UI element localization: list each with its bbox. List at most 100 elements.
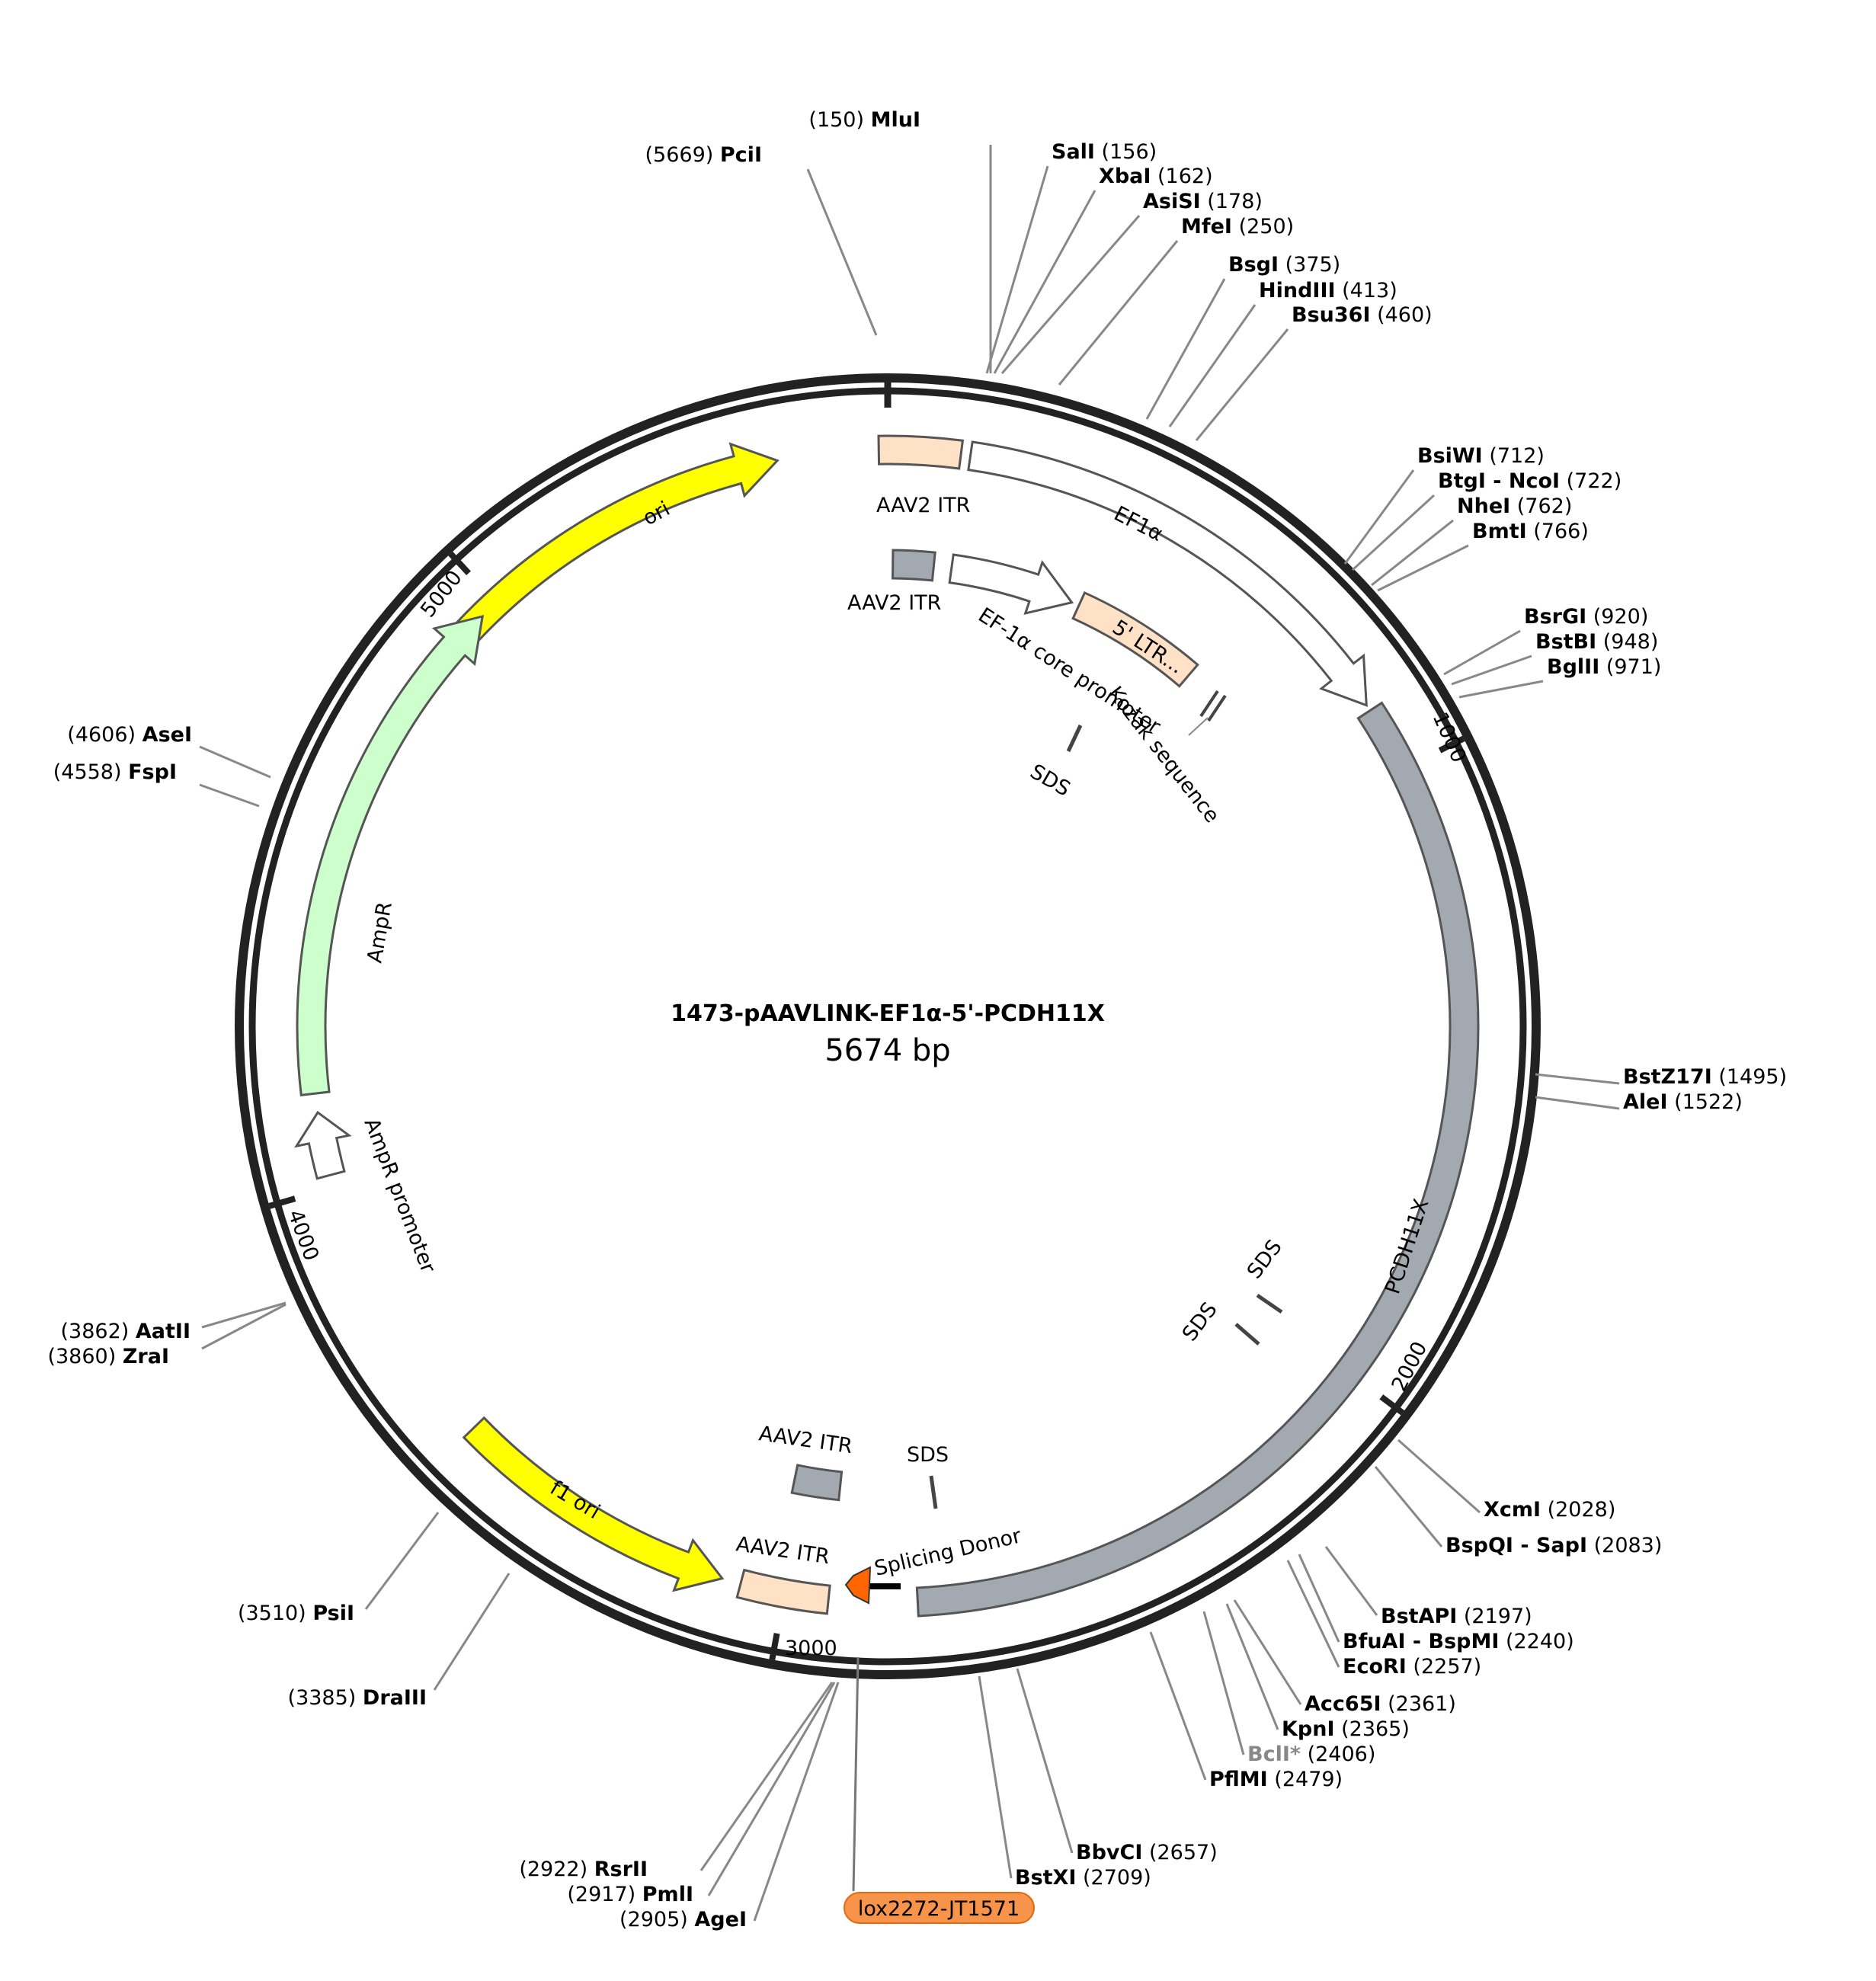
site-position: (250) bbox=[1232, 215, 1294, 238]
feature-label-aav2-itr-3: AAV2 ITR bbox=[735, 1532, 831, 1569]
feature-label-aav2-itr-2: AAV2 ITR bbox=[847, 591, 941, 615]
site-name: AseI bbox=[142, 723, 192, 747]
site-leader-16 bbox=[1535, 1073, 1620, 1085]
feature-f1-ori bbox=[462, 1416, 725, 1592]
site-name: BsgI bbox=[1228, 253, 1279, 277]
splicing-donor-label: Splicing Donor bbox=[872, 1524, 1024, 1581]
site-leader-5 bbox=[1058, 240, 1179, 386]
feature-aav2-itr-1 bbox=[877, 434, 965, 470]
site-name: NheI bbox=[1457, 494, 1510, 518]
site-leader-7 bbox=[1168, 304, 1257, 427]
site-position: (413) bbox=[1336, 279, 1397, 302]
feature-label-aav2-itr-1: AAV2 ITR bbox=[876, 494, 970, 517]
site-position: (460) bbox=[1371, 303, 1433, 327]
site-label: BmtI (766) bbox=[1472, 520, 1589, 543]
feature-ef1a-core bbox=[948, 553, 1074, 616]
site-position: (3385) bbox=[288, 1686, 363, 1710]
site-name: EcoRI bbox=[1343, 1655, 1407, 1679]
feature-ori bbox=[444, 442, 780, 654]
feature-pcdh11x bbox=[915, 701, 1480, 1618]
site-position: (162) bbox=[1151, 165, 1212, 188]
site-name: BclI* bbox=[1247, 1743, 1301, 1766]
site-position: (2028) bbox=[1541, 1498, 1615, 1522]
site-label: (2917) PmlI bbox=[567, 1883, 693, 1906]
site-position: (2657) bbox=[1142, 1841, 1217, 1864]
site-leader-26 bbox=[1149, 1631, 1207, 1781]
site-leader-9 bbox=[1343, 469, 1415, 565]
site-leader-20 bbox=[1324, 1546, 1378, 1616]
site-label: (4606) AseI bbox=[67, 723, 192, 747]
site-name: BspQI - SapI bbox=[1445, 1534, 1587, 1557]
site-label: BspQI - SapI (2083) bbox=[1445, 1534, 1662, 1557]
sds-mark-3 bbox=[1234, 1323, 1260, 1346]
site-position: (2240) bbox=[1499, 1630, 1573, 1653]
site-label: BstXI (2709) bbox=[1015, 1866, 1151, 1890]
site-name: BfuAI - BspMI bbox=[1343, 1630, 1499, 1653]
site-position: (4606) bbox=[67, 723, 142, 747]
site-position: (971) bbox=[1599, 655, 1661, 679]
site-label: PflMI (2479) bbox=[1209, 1768, 1343, 1791]
site-name: BstAPI bbox=[1381, 1605, 1457, 1628]
feature-label-ampr: AmpR bbox=[363, 900, 397, 965]
lox-label-group: lox2272-JT1571 bbox=[844, 1656, 1035, 1924]
feature-ampr-promoter bbox=[293, 1110, 352, 1180]
plasmid-size: 5674 bp bbox=[824, 1033, 950, 1068]
site-leader-6 bbox=[1145, 278, 1226, 420]
site-name: BstXI bbox=[1015, 1866, 1076, 1890]
site-label: AsiSI (178) bbox=[1143, 190, 1263, 213]
sds-mark-4 bbox=[929, 1475, 938, 1509]
site-name: BsiWI bbox=[1417, 444, 1483, 468]
site-leader-13 bbox=[1443, 629, 1521, 676]
lox-badge bbox=[844, 1892, 1035, 1924]
sds-mark-2 bbox=[1256, 1293, 1283, 1314]
site-name: BtgI - NcoI bbox=[1438, 469, 1560, 493]
site-name: BsrGI bbox=[1524, 605, 1586, 629]
site-name: Bsu36I bbox=[1292, 303, 1371, 327]
site-position: (4558) bbox=[53, 760, 128, 784]
site-leader-29 bbox=[699, 1682, 834, 1871]
site-label: NheI (762) bbox=[1457, 494, 1572, 518]
site-leader-37 bbox=[199, 745, 271, 779]
site-name: AsiSI bbox=[1143, 190, 1201, 213]
site-position: (3510) bbox=[238, 1602, 312, 1625]
site-label: BsrGI (920) bbox=[1524, 605, 1648, 629]
site-position: (722) bbox=[1560, 469, 1621, 493]
site-label: AleI (1522) bbox=[1623, 1090, 1743, 1114]
site-label: XbaI (162) bbox=[1099, 165, 1213, 188]
site-leader-8 bbox=[1195, 328, 1289, 441]
site-label: BstAPI (2197) bbox=[1381, 1605, 1532, 1628]
site-label: Bsu36I (460) bbox=[1292, 303, 1433, 327]
site-leader-35 bbox=[201, 1303, 287, 1350]
site-leader-19 bbox=[1374, 1466, 1443, 1547]
site-position: (920) bbox=[1586, 605, 1648, 629]
site-name: MluI bbox=[871, 108, 920, 132]
site-position: (1495) bbox=[1712, 1065, 1787, 1089]
site-name: AatII bbox=[136, 1320, 190, 1343]
site-position: (3860) bbox=[47, 1345, 122, 1368]
site-leader-4 bbox=[1000, 215, 1141, 374]
site-label: MfeI (250) bbox=[1181, 215, 1294, 238]
site-name: PciI bbox=[720, 143, 762, 167]
site-leader-12 bbox=[1377, 544, 1469, 592]
sds-mark-1 bbox=[1066, 724, 1083, 753]
site-position: (5669) bbox=[645, 143, 720, 167]
site-leader-31 bbox=[753, 1682, 840, 1922]
site-leader-36 bbox=[199, 783, 260, 808]
site-position: (2709) bbox=[1076, 1866, 1151, 1890]
site-position: (762) bbox=[1510, 494, 1572, 518]
site-name: SalI bbox=[1052, 140, 1095, 164]
features bbox=[293, 434, 1480, 1618]
sds-label-1: SDS bbox=[1026, 760, 1074, 801]
site-label: BfuAI - BspMI (2240) bbox=[1343, 1630, 1574, 1653]
site-label: HindIII (413) bbox=[1259, 279, 1397, 302]
site-label: BclI* (2406) bbox=[1247, 1743, 1375, 1766]
site-label: BglII (971) bbox=[1547, 655, 1661, 679]
site-label: BsiWI (712) bbox=[1417, 444, 1545, 468]
small-marks: SDS SDS SDS SDS Kozak sequence Splicing … bbox=[872, 682, 1287, 1581]
site-label: (3510) PsiI bbox=[238, 1602, 354, 1625]
site-label: (2922) RsrII bbox=[519, 1858, 648, 1881]
site-label: KpnI (2365) bbox=[1282, 1717, 1410, 1741]
site-leader-0 bbox=[806, 168, 878, 336]
site-name: RsrII bbox=[594, 1858, 648, 1881]
